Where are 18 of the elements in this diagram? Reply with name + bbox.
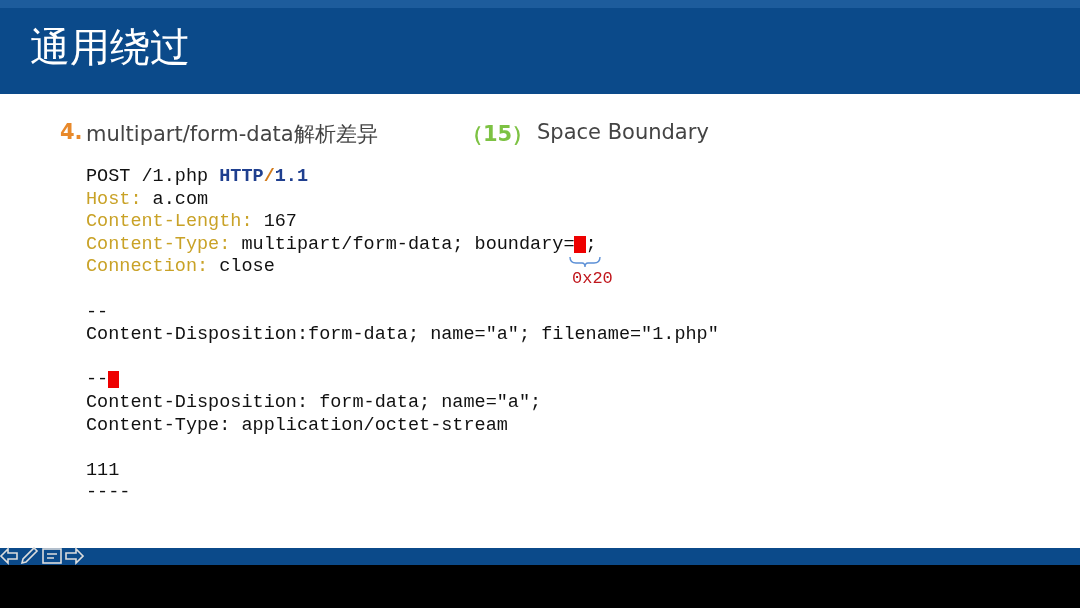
section-heading: multipart/form-data解析差异 [86, 121, 378, 148]
code-line: Connection: close [86, 256, 275, 279]
code-line: Content-Disposition:form-data; name="a"; filename="1.php" [86, 324, 719, 347]
code-line: Content-Type: multipart/form-data; boundary= ; [86, 233, 597, 256]
section-number: 4. [60, 120, 83, 144]
item-heading: Space Boundary [537, 120, 709, 144]
code-line: Host: a.com [86, 188, 209, 211]
item-number: （15） [462, 121, 534, 148]
slide-title: 通用绕过 [30, 23, 190, 72]
code-line: POST /1.php HTTP/1.1 [86, 166, 309, 188]
code-line: -- [86, 369, 120, 392]
code-line: Content-Type: application/octet-stream [86, 414, 508, 437]
code-line: -- [86, 301, 109, 324]
code-line: Content-Length: 167 [86, 211, 297, 234]
code-line: Content-Disposition: form-data; name="a"; [86, 392, 542, 414]
code-line: ---- [86, 482, 131, 505]
annotation-text: 0x20 [572, 269, 613, 288]
code-line: 111 [86, 459, 120, 482]
